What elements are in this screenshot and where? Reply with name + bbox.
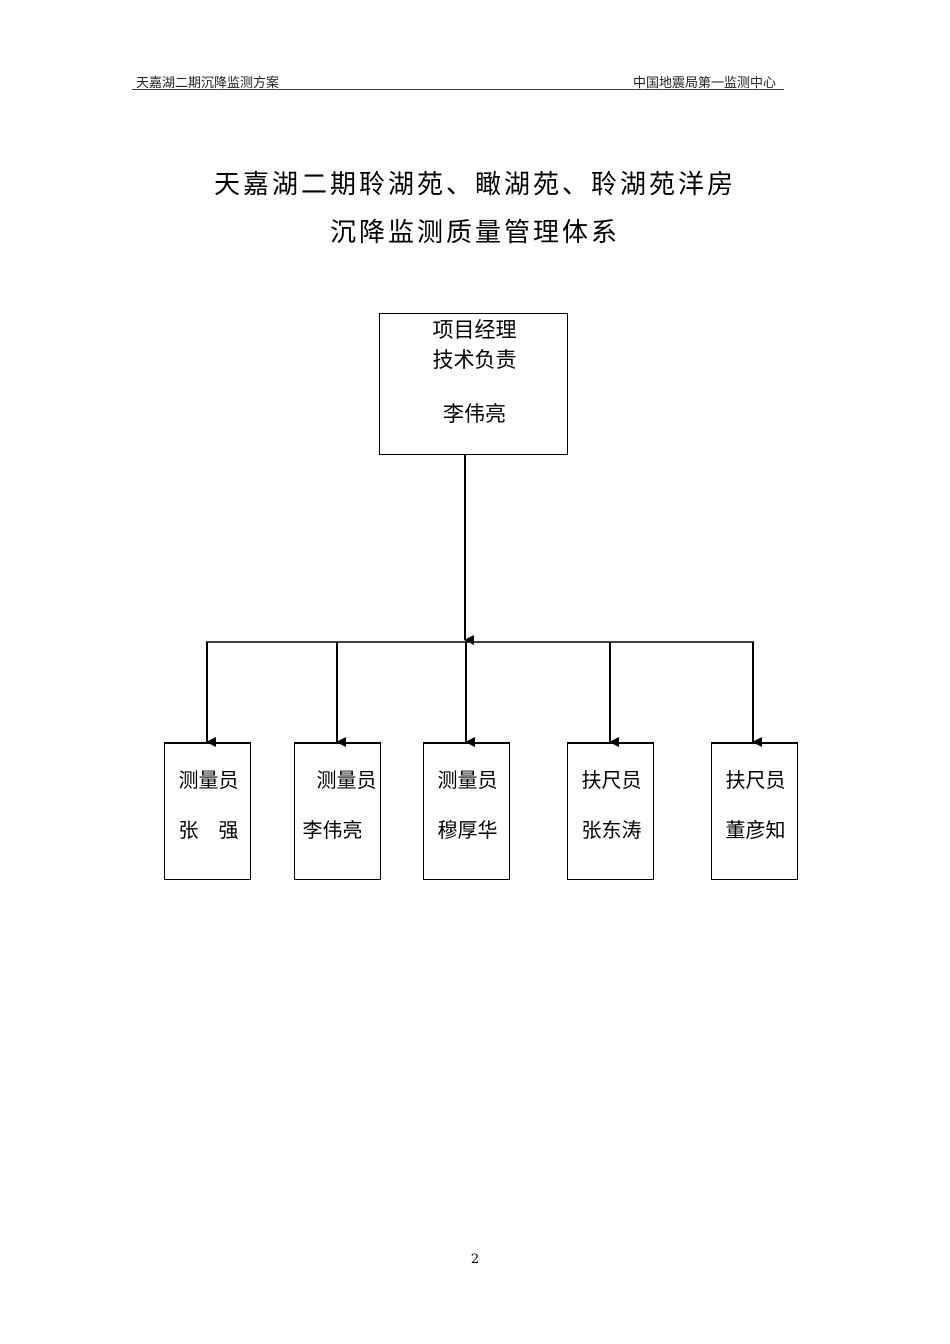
node-name: 张东涛 <box>581 818 642 842</box>
header-left: 天嘉湖二期沉降监测方案 <box>136 76 280 91</box>
node-role: 扶尺员 <box>725 768 786 792</box>
node-name: 穆厚华 <box>437 818 498 842</box>
node-role: 测量员 <box>316 768 377 792</box>
node-name: 李伟亮 <box>443 402 506 426</box>
header-rule <box>132 89 784 90</box>
node-role: 扶尺员 <box>581 768 642 792</box>
org-node-member: 测量员 李伟亮 <box>294 742 381 880</box>
node-role: 测量员 <box>178 768 239 792</box>
node-title: 技术负责 <box>432 348 517 372</box>
title-line-2: 沉降监测质量管理体系 <box>329 218 620 248</box>
header-right: 中国地震局第一监测中心 <box>632 76 776 91</box>
org-node-member: 测量员 穆厚华 <box>423 742 510 880</box>
org-node-member: 扶尺员 张东涛 <box>567 742 654 880</box>
org-node-member: 扶尺员 董彦知 <box>711 742 798 880</box>
node-name: 李伟亮 <box>302 818 363 842</box>
page-number: 2 <box>470 1252 480 1267</box>
node-role: 测量员 <box>437 768 498 792</box>
title-line-1: 天嘉湖二期聆湖苑、瞰湖苑、聆湖苑洋房 <box>213 170 736 200</box>
org-node-member: 测量员 张 强 <box>164 742 251 880</box>
node-name: 董彦知 <box>725 818 786 842</box>
node-title: 项目经理 <box>432 318 517 342</box>
org-node-manager: 项目经理 技术负责 李伟亮 <box>379 313 568 455</box>
node-name: 张 强 <box>178 818 239 842</box>
